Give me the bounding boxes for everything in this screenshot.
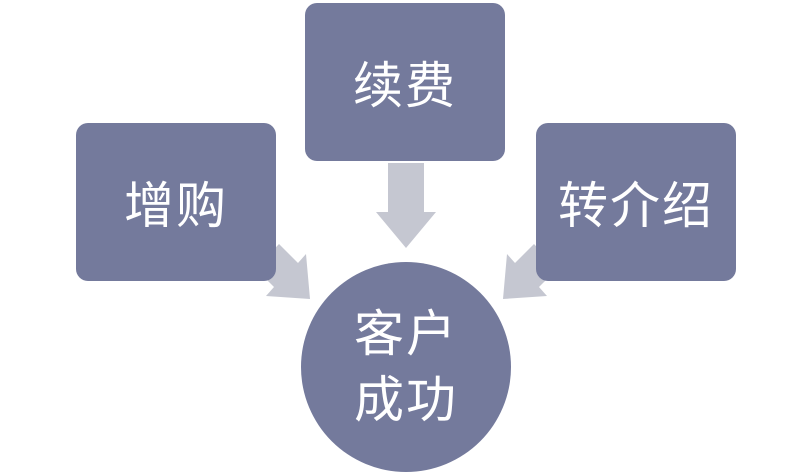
node-renewal-label: 续费: [353, 57, 457, 115]
center-customer-success: 客户 成功: [301, 262, 511, 472]
arrow-top-to-center: [376, 163, 436, 248]
node-referral: 转介绍: [536, 123, 736, 281]
center-label-line2: 成功: [354, 371, 458, 429]
node-upsell-label: 增购: [124, 177, 228, 235]
center-label-line1: 客户: [354, 305, 458, 363]
node-upsell: 增购: [76, 123, 276, 281]
node-referral-label: 转介绍: [558, 177, 714, 235]
node-renewal: 续费: [305, 3, 505, 161]
